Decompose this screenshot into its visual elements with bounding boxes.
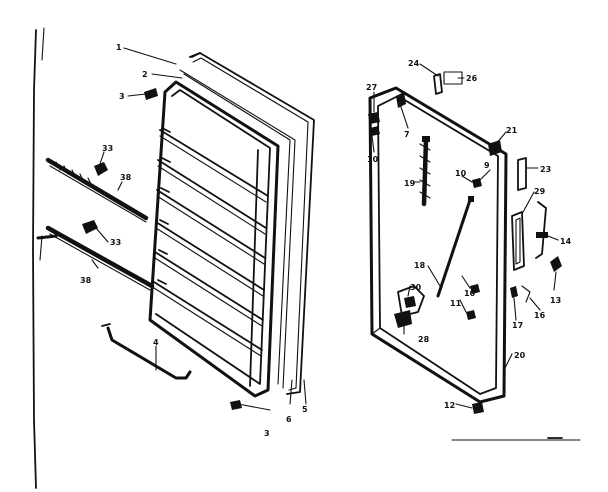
- callout-label: 38: [120, 173, 132, 182]
- callout-label: 4: [153, 338, 159, 347]
- callout-label: 5: [302, 405, 308, 414]
- callout-label: 10: [455, 169, 467, 178]
- callout-label: 10: [464, 289, 476, 298]
- callout-label: 21: [506, 126, 518, 135]
- callout-label: 27: [366, 83, 377, 92]
- legend-rule: [451, 437, 581, 441]
- callout-label: 19: [404, 179, 416, 188]
- door-liner: [148, 80, 280, 398]
- shelf-clip-lower: [82, 220, 98, 234]
- callout-label: 28: [418, 335, 430, 344]
- callout-label: 7: [404, 130, 410, 139]
- callout-label: 1: [116, 43, 122, 52]
- callout-label: 26: [466, 74, 478, 83]
- callout-label: 33: [110, 238, 121, 247]
- door-gasket-outer: [189, 52, 315, 395]
- callout-label: 23: [540, 165, 551, 174]
- callout-label: 2: [142, 70, 148, 79]
- outer-door-panel: [368, 86, 508, 404]
- callout-label: 10: [367, 155, 379, 164]
- callout-label: 14: [560, 237, 572, 246]
- callout-label: 38: [80, 276, 92, 285]
- callout-label: 13: [550, 296, 561, 305]
- callout-label: 3: [264, 429, 270, 438]
- screw-upper: [144, 88, 158, 100]
- door-rod: [436, 196, 474, 298]
- shelf-bar-lower: [45, 225, 155, 291]
- door-spring: [419, 136, 431, 207]
- callout-label: 33: [102, 144, 113, 153]
- shelf-clip-upper: [94, 162, 108, 176]
- leader-lines: [91, 47, 559, 411]
- callout-label: 30: [410, 283, 422, 292]
- callout-label: 11: [450, 299, 462, 308]
- callout-labels: 1 2 3 3 4 5 6 33 33 38 38 24 26 27 7 10 …: [80, 43, 572, 438]
- door-gasket-inner: [179, 69, 296, 389]
- callout-label: 9: [484, 161, 490, 170]
- callout-label: 6: [286, 415, 292, 424]
- hinge-bracket-bottom: [394, 285, 425, 328]
- callout-label: 17: [512, 321, 523, 330]
- callout-label: 29: [534, 187, 546, 196]
- callout-label: 18: [414, 261, 426, 270]
- small-screws: [466, 178, 484, 414]
- callout-label: 3: [119, 92, 125, 101]
- callout-label: 16: [534, 311, 546, 320]
- cabinet-edge: [32, 27, 58, 489]
- shelf-bar-upper: [45, 157, 149, 223]
- callout-label: 20: [514, 351, 526, 360]
- callout-label: 24: [408, 59, 420, 68]
- latch-assembly: [510, 157, 562, 303]
- top-hinge: [368, 71, 502, 156]
- door-stop-bracket: [101, 323, 192, 380]
- callout-label: 12: [444, 401, 455, 410]
- screw-lower: [230, 400, 242, 410]
